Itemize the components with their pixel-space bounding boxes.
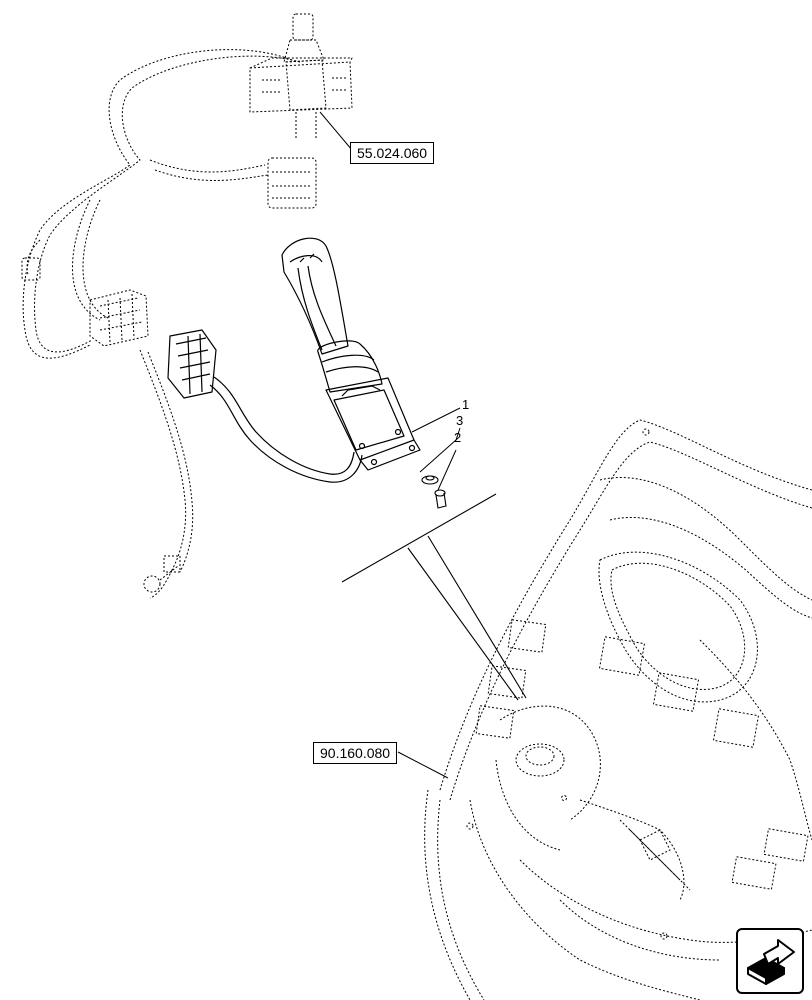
callout-item-1: 1 — [462, 397, 470, 412]
joystick-assembly — [167, 237, 421, 483]
callout-item-2: 2 — [454, 430, 462, 445]
next-page-button[interactable] — [736, 928, 804, 994]
harness-connector-left — [89, 289, 149, 347]
reference-box-top[interactable]: 55.024.060 — [350, 142, 435, 164]
arrow-next-icon — [747, 939, 795, 985]
assembly-arrow-lines — [341, 493, 527, 701]
cab-console — [424, 419, 812, 1000]
top-connector-assembly — [249, 13, 353, 209]
reference-box-bottom[interactable]: 90.160.080 — [313, 742, 398, 764]
wiring-harness — [21, 49, 301, 599]
callout-leaders — [319, 111, 461, 779]
washer-and-screw — [421, 475, 447, 509]
callout-item-3: 3 — [456, 413, 464, 428]
screw-head — [434, 489, 446, 497]
